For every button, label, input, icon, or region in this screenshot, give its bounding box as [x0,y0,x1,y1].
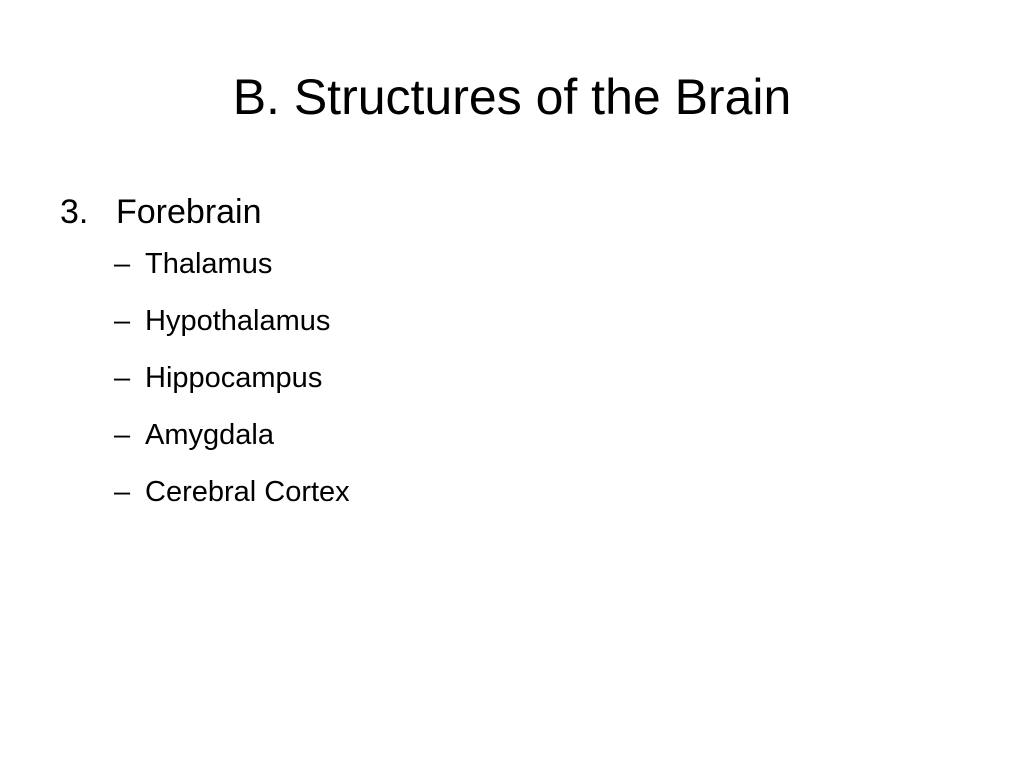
sub-list-item-label: Hippocampus [145,362,323,394]
sub-list-item: – Hypothalamus [114,301,960,358]
sub-list-item: – Hippocampus [114,358,960,415]
dash-bullet: – [114,476,131,508]
sub-list-item-label: Amygdala [145,419,274,451]
sub-list-item-label: Cerebral Cortex [145,476,350,508]
sub-list: – Thalamus – Hypothalamus – Hippocampus … [60,244,960,529]
list-item-forebrain: 3. Forebrain [60,188,960,236]
list-number: 3. [60,193,89,231]
dash-bullet: – [114,305,131,337]
sub-list-item: – Amygdala [114,415,960,472]
slide-title: B. Structures of the Brain [232,69,792,125]
sub-list-item-label: Hypothalamus [145,305,331,337]
sub-list-item: – Thalamus [114,244,960,301]
dash-bullet: – [114,248,131,280]
sub-list-item: – Cerebral Cortex [114,472,960,529]
sub-list-item-label: Thalamus [145,248,273,280]
list-item-label: Forebrain [116,193,262,231]
dash-bullet: – [114,362,131,394]
slide-body: 3. Forebrain – Thalamus – Hypothalamus –… [60,188,960,529]
dash-bullet: – [114,419,131,451]
